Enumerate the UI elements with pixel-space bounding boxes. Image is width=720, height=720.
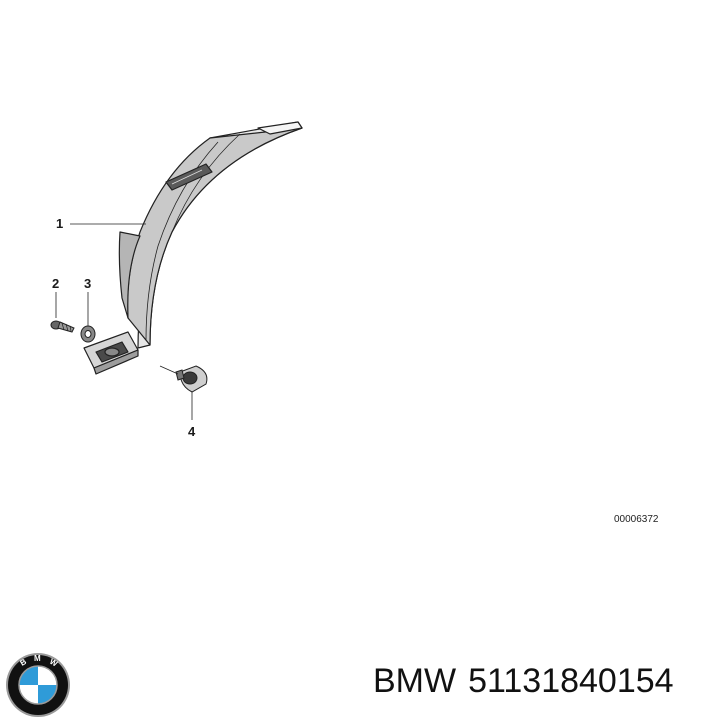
screw	[50, 320, 75, 333]
svg-text:M: M	[34, 654, 41, 663]
washer	[80, 325, 96, 343]
brand-name: BMW	[373, 662, 457, 700]
svg-text:B: B	[19, 657, 29, 668]
callout-2: 2	[52, 276, 60, 291]
drawing-number: 00006372	[614, 514, 659, 525]
callout-3: 3	[84, 276, 92, 291]
parts-diagram	[50, 121, 303, 420]
leader-lines	[55, 223, 193, 420]
svg-text:W: W	[48, 657, 59, 669]
footer-caption: BMW 51131840154	[373, 662, 674, 701]
wheel-arch-trim	[118, 121, 303, 349]
callout-4: 4	[188, 424, 196, 439]
clip	[175, 365, 208, 393]
bmw-logo-icon: B M W	[6, 653, 70, 717]
callout-1: 1	[56, 216, 64, 231]
part-number: 51131840154	[468, 662, 674, 700]
mounting-bracket	[83, 331, 139, 375]
